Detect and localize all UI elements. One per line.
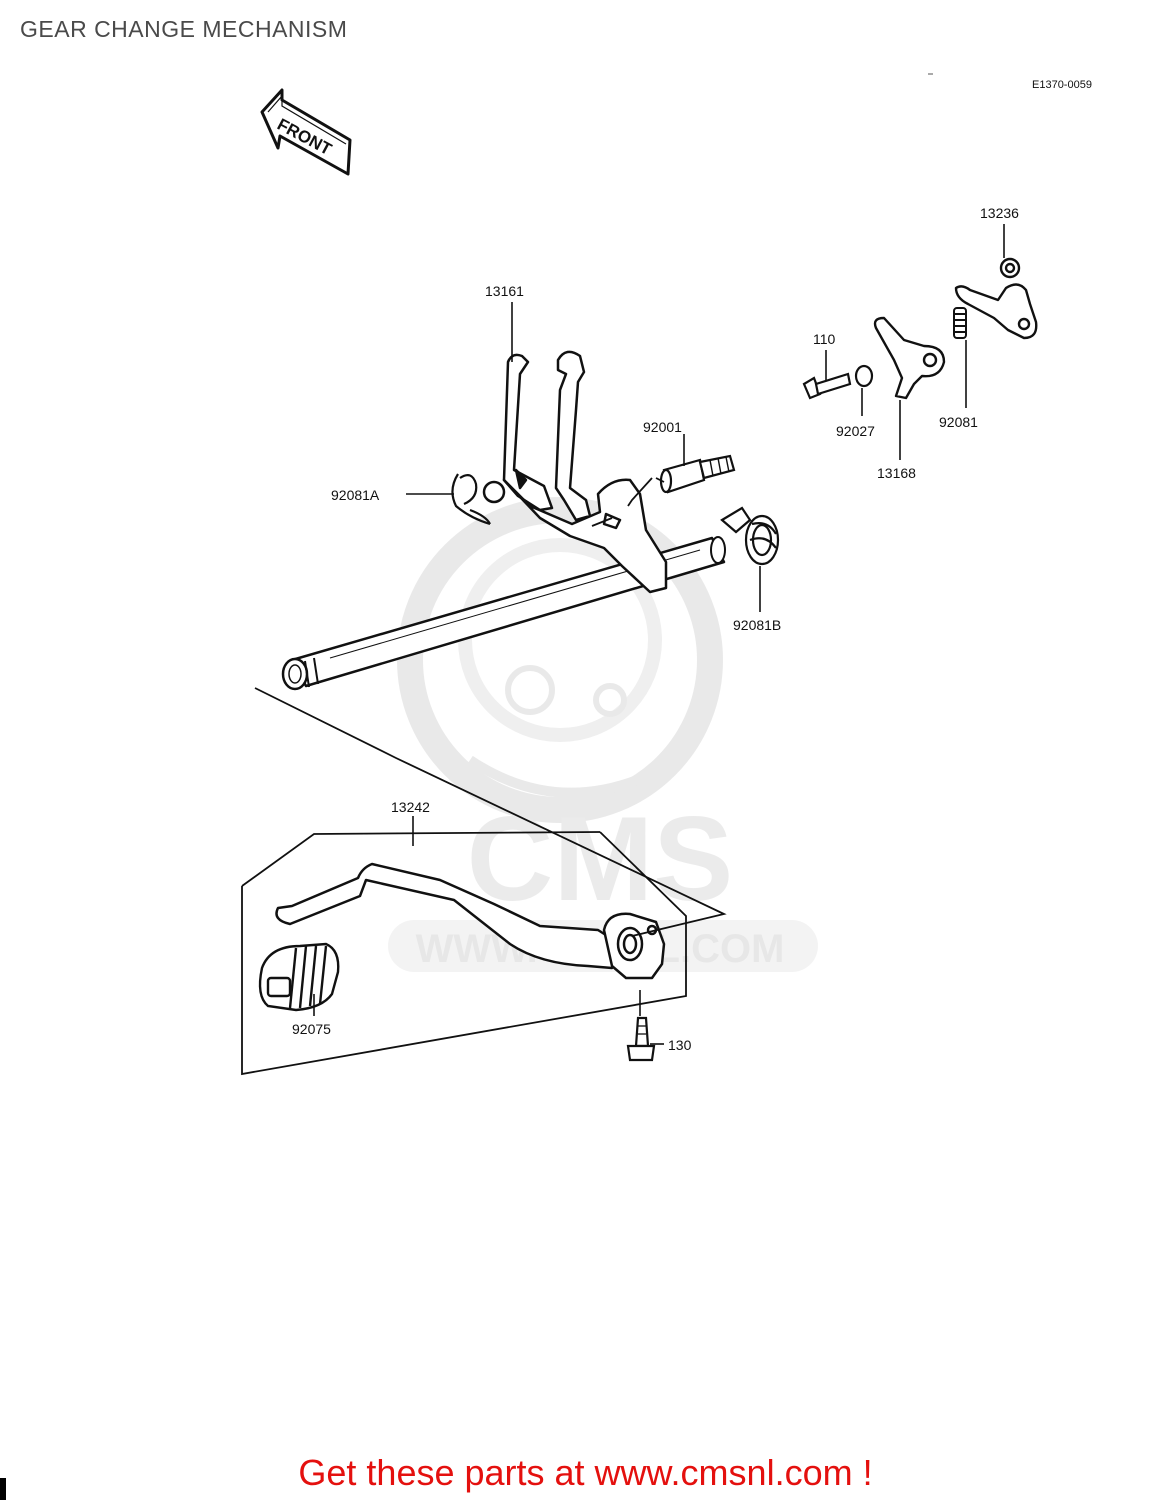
footer-link[interactable]: Get these parts at www.cmsnl.com ! — [298, 1452, 873, 1493]
diagram-code: E1370-0059 — [1032, 79, 1092, 91]
part-label-130: 130 — [668, 1037, 692, 1053]
stopper-plate-13236 — [954, 257, 1038, 340]
part-label-92027: 92027 — [836, 423, 875, 439]
part-label-13161: 13161 — [485, 283, 524, 299]
front-arrow-icon: FRONT — [260, 88, 352, 176]
pin-92001 — [659, 454, 736, 494]
shift-arm-assembly — [482, 350, 668, 594]
assembly-lines — [241, 477, 727, 1076]
part-label-13236: 13236 — [980, 205, 1019, 221]
watermark-logo: CMS — [467, 792, 734, 926]
part-label-92081a: 92081A — [331, 487, 380, 503]
part-label-92001: 92001 — [643, 419, 682, 435]
edge-mark — [0, 1478, 6, 1500]
shift-shaft — [281, 536, 726, 691]
cam-plate-13168 — [873, 316, 946, 400]
part-label-92075: 92075 — [292, 1021, 331, 1037]
spring-92081 — [953, 307, 967, 339]
part-label-13242: 13242 — [391, 799, 430, 815]
bolt-130 — [626, 1016, 656, 1062]
spring-92081b — [720, 506, 780, 566]
part-label-92081b: 92081B — [733, 617, 781, 633]
bolt-110 — [802, 372, 852, 400]
pedal-rubber-92075 — [258, 942, 340, 1012]
page-title: GEAR CHANGE MECHANISM — [20, 16, 348, 42]
part-label-92081: 92081 — [939, 414, 978, 430]
part-label-13168: 13168 — [877, 465, 916, 481]
spring-92081a — [451, 473, 491, 526]
collar-92027 — [854, 364, 874, 388]
leader-lines — [313, 224, 1005, 1045]
part-label-110: 110 — [813, 331, 836, 347]
